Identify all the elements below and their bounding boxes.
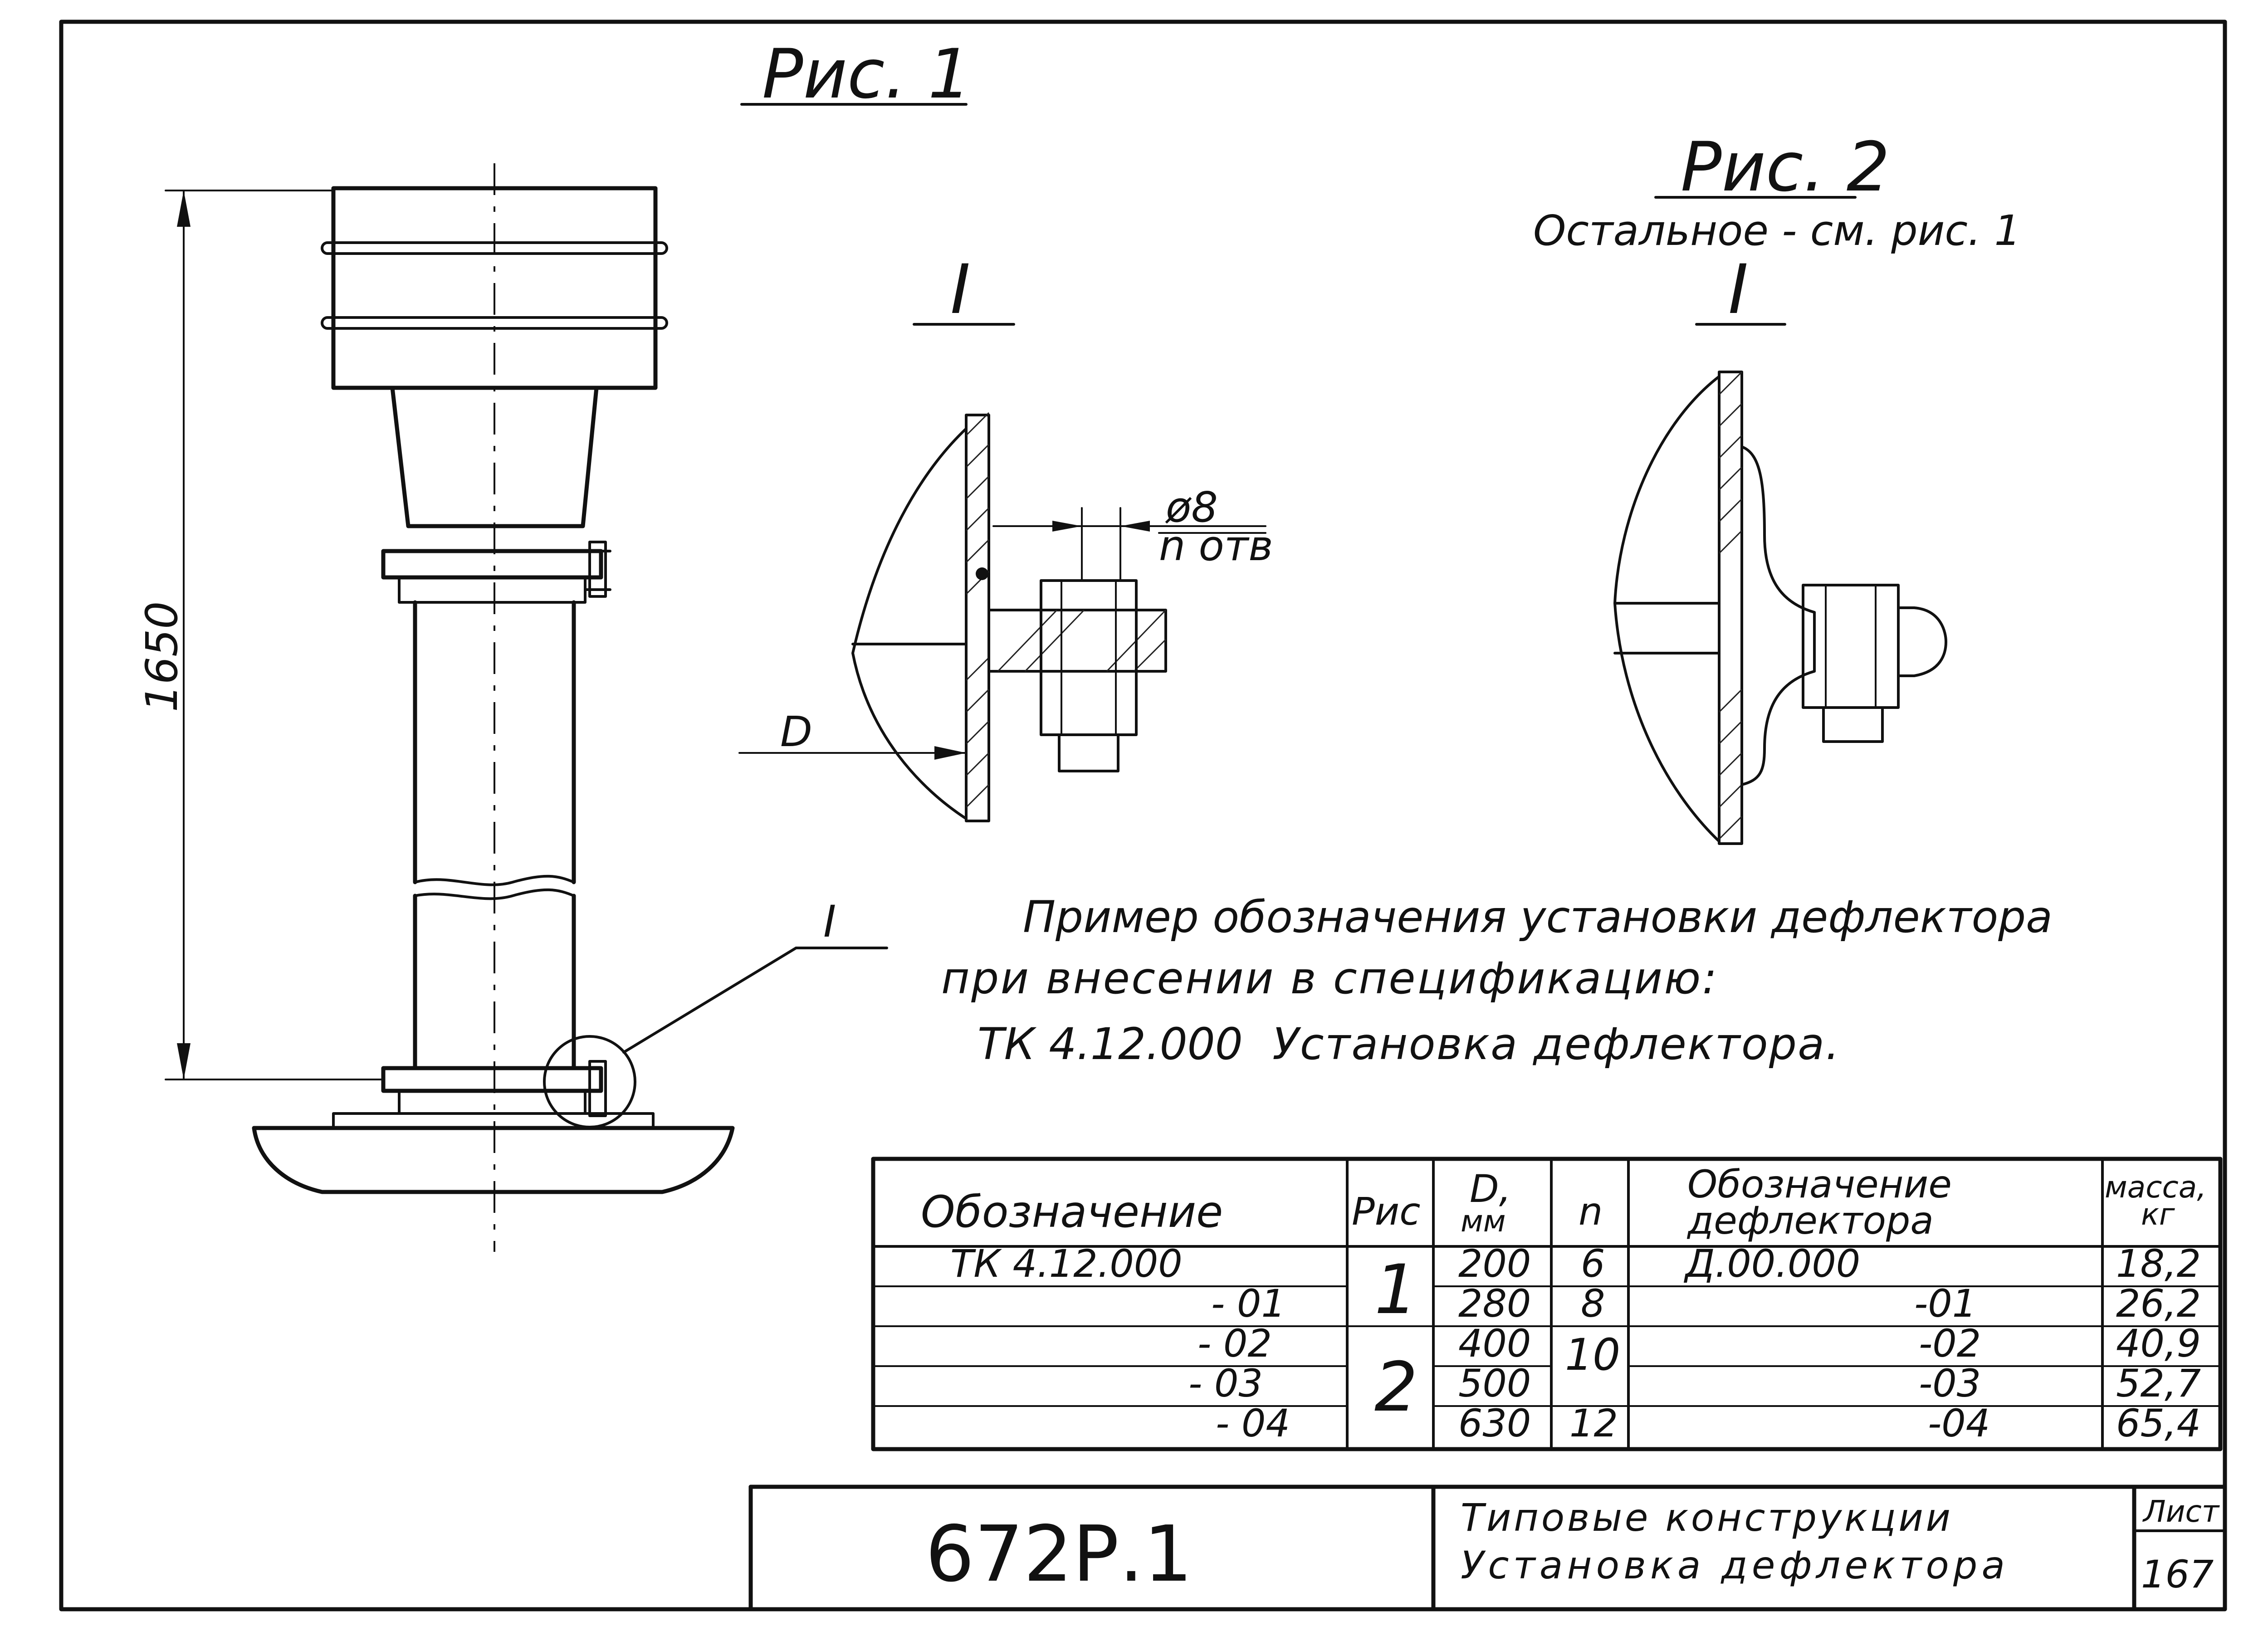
col-header-mass: масса,	[2105, 1170, 2206, 1205]
table-row-2-deflector: -01	[1914, 1281, 1976, 1326]
figure-1: Рис. 1	[137, 35, 971, 1252]
table-row-2-d: 280	[1458, 1281, 1531, 1326]
table-row-5-designation: - 04	[1216, 1401, 1290, 1446]
detail-1-bolt-head	[1040, 579, 1138, 736]
detail-callout-circle	[543, 1035, 636, 1128]
example-name: Установка дефлектора.	[1272, 1019, 1839, 1070]
dimension-height: 1650	[137, 190, 384, 1080]
col-header-mass-unit: кг	[2141, 1197, 2175, 1232]
detail-1-hole-count: n отв	[1159, 522, 1273, 570]
detail-1-wall-hatch	[965, 412, 990, 808]
table-row-1-n: 6	[1581, 1241, 1605, 1286]
col-header-deflector-2: дефлектора	[1686, 1198, 1934, 1243]
detail-callout: I	[543, 896, 888, 1128]
detail-1-bolt-shank	[1058, 733, 1119, 772]
deflector-cone	[390, 386, 599, 528]
pipe-break-upper	[414, 874, 575, 886]
col-header-n: n	[1579, 1189, 1603, 1234]
table-row-5-d: 630	[1458, 1401, 1531, 1446]
col-header-d: D,	[1470, 1167, 1511, 1211]
detail-2-bolt-end	[1897, 606, 1947, 677]
detail-2-bolt-head	[1802, 584, 1900, 709]
title-block: 672Р.1 Типовые конструкции Установка деф…	[748, 1485, 2227, 1612]
dimension-height-value: 1650	[137, 601, 187, 712]
detail-1-dim-d: D	[780, 708, 812, 756]
sheet-frame	[59, 20, 2227, 1612]
detail-1-right-label: I	[1728, 250, 1748, 329]
table-row-2-designation: - 01	[1211, 1281, 1286, 1326]
example-code: ТК 4.12.000	[978, 1019, 1243, 1070]
col-header-d-unit: мм	[1461, 1204, 1506, 1239]
pipe-break-lower	[414, 888, 575, 900]
title-block-sheet-label: Лист	[2142, 1494, 2220, 1529]
table-row-5-n: 12	[1569, 1401, 1618, 1446]
detail-1-hole-dia: ø8	[1165, 483, 1218, 532]
detail-2-pipe-wall	[1718, 371, 1743, 845]
title-block-code: 672Р.1	[925, 1509, 1193, 1599]
table-row-1-d: 200	[1458, 1241, 1531, 1286]
detail-1-left: I	[738, 250, 1273, 822]
fig-group-2: 2	[1374, 1348, 1418, 1427]
figure-2-title: Рис. 2	[1681, 128, 1890, 207]
title-block-line-2: Установка дефлектора	[1461, 1543, 2005, 1587]
table-row-1-designation: ТК 4.12.000	[950, 1241, 1183, 1286]
table-row-5-mass: 65,4	[2116, 1401, 2201, 1446]
lower-flange-bolt	[588, 1060, 607, 1117]
spec-table: Обозначение Рис D, мм n Обозначение дефл…	[871, 1157, 2223, 1451]
title-block-line-1: Типовые конструкции	[1461, 1495, 1950, 1540]
example-line-1: Пример обозначения установки дефлектора	[1023, 892, 2053, 943]
table-row-4-designation: - 03	[1188, 1361, 1263, 1406]
upper-flange	[381, 549, 603, 580]
table-row-3-mass: 40,9	[2116, 1321, 2201, 1366]
col-header-designation: Обозначение	[921, 1187, 1223, 1237]
table-row-2-n: 8	[1581, 1281, 1605, 1326]
lower-flange-ring	[398, 1089, 587, 1115]
n-group-10: 10	[1565, 1329, 1620, 1380]
upper-flange-bolt	[588, 541, 607, 598]
detail-callout-label: I	[823, 896, 836, 947]
table-row-1-mass: 18,2	[2116, 1241, 2201, 1286]
col-header-fig: Рис	[1352, 1189, 1420, 1234]
detail-2-bolt-shank	[1822, 706, 1884, 743]
table-row-3-d: 400	[1458, 1321, 1531, 1366]
roof-section	[252, 1126, 735, 1194]
detail-1-pipe-break	[851, 427, 968, 820]
designation-example: Пример обозначения установки дефлектора …	[941, 892, 2053, 1070]
figure-2: Рис. 2 Остальное - см. рис. 1 I	[1533, 128, 2021, 845]
table-row-3-deflector: -02	[1919, 1321, 1981, 1366]
detail-1-left-label: I	[950, 250, 970, 329]
title-block-sheet-no: 167	[2141, 1552, 2214, 1597]
detail-1-pipe-wall	[965, 414, 990, 822]
table-row-4-deflector: -03	[1919, 1361, 1981, 1406]
detail-2-pipe-break	[1613, 375, 1721, 843]
example-line-2: при внесении в спецификацию:	[941, 953, 1717, 1004]
table-row-1-deflector: Д.00.000	[1683, 1241, 1860, 1286]
table-row-3-designation: - 02	[1198, 1321, 1272, 1366]
table-row-2-mass: 26,2	[2116, 1281, 2201, 1326]
detail-2-collar	[1740, 445, 1816, 786]
table-row-5-deflector: -04	[1928, 1401, 1990, 1446]
detail-1-flange	[987, 609, 1167, 673]
table-row-4-mass: 52,7	[2116, 1361, 2201, 1406]
fig-group-1: 1	[1374, 1250, 1418, 1329]
lower-flange	[381, 1066, 603, 1093]
table-row-4-d: 500	[1458, 1361, 1531, 1406]
col-header-deflector-1: Обозначение	[1687, 1162, 1952, 1206]
upper-flange-ring	[398, 576, 587, 604]
figure-2-note: Остальное - см. рис. 1	[1533, 206, 2021, 255]
figure-1-title: Рис. 1	[762, 35, 971, 114]
